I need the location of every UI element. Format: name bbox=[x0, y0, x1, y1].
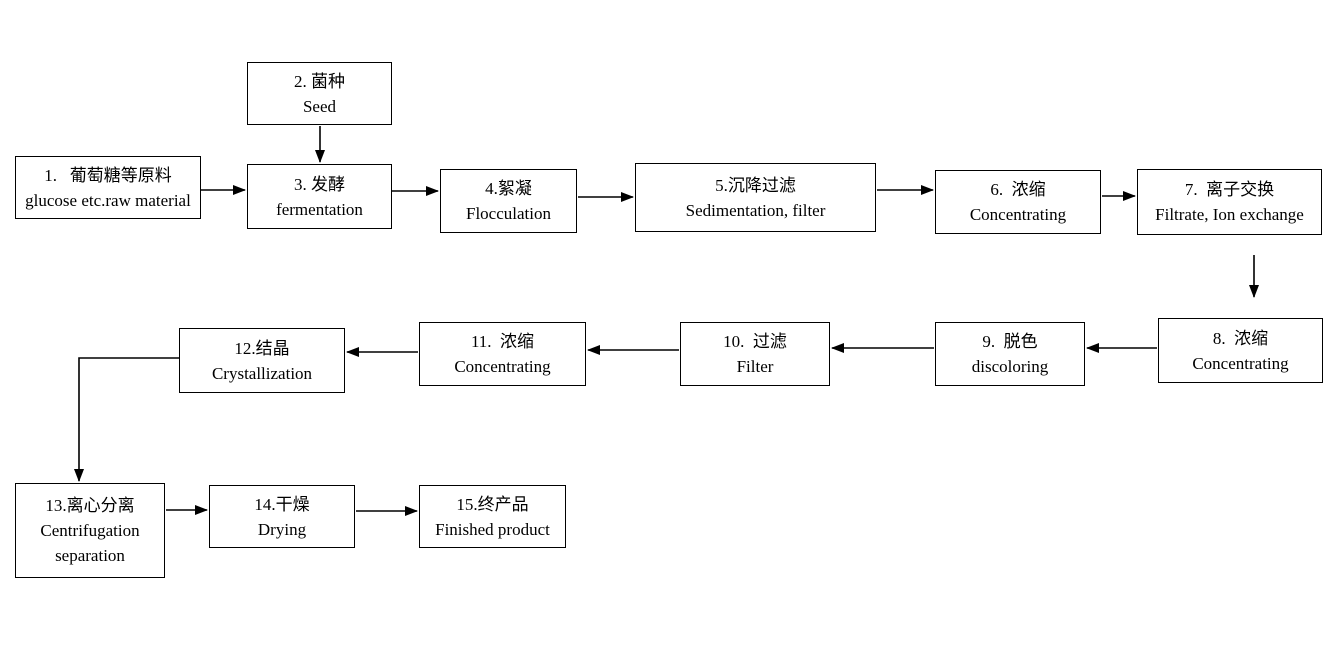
flow-node-1-label-line-1: 1. 葡萄糖等原料 bbox=[44, 165, 172, 185]
flow-node-1: 1. 葡萄糖等原料 glucose etc.raw material bbox=[15, 156, 201, 219]
flow-node-2-label-line-1: 2. 菌种 bbox=[294, 71, 345, 91]
flow-node-3: 3. 发酵 fermentation bbox=[247, 164, 392, 229]
flow-node-5: 5.沉降过滤 Sedimentation, filter bbox=[635, 163, 876, 232]
flow-node-12: 12.结晶 Crystallization bbox=[179, 328, 345, 393]
flow-node-8: 8. 浓缩 Concentrating bbox=[1158, 318, 1323, 383]
flow-node-7-label-line-2: Filtrate, Ion exchange bbox=[1155, 205, 1304, 224]
flow-node-13: 13.离心分离 Centrifugation separation bbox=[15, 483, 165, 578]
flow-node-9-label-line-2: discoloring bbox=[971, 357, 1049, 376]
flow-node-2-label-line-2: Seed bbox=[302, 96, 337, 116]
flow-node-9-label-line-1: 9. 脱色 bbox=[982, 332, 1038, 351]
flow-node-13-label-line-1: 13.离心分离 bbox=[45, 496, 135, 515]
flow-node-13-label-line-2: Centrifugation bbox=[40, 521, 140, 540]
flow-node-4-label-line-1: 4.絮凝 bbox=[485, 179, 532, 198]
flow-node-15: 15.终产品 Finished product bbox=[419, 485, 566, 548]
flow-node-9: 9. 脱色 discoloring bbox=[935, 322, 1085, 386]
flow-node-7: 7. 离子交换 Filtrate, Ion exchange bbox=[1137, 169, 1322, 235]
flow-node-12-label-line-1: 12.结晶 bbox=[234, 338, 290, 358]
flow-node-5-label-line-2: Sedimentation, filter bbox=[685, 200, 826, 220]
flow-node-11-label-line-1: 11. 浓缩 bbox=[470, 332, 535, 351]
flow-node-11: 11. 浓缩 Concentrating bbox=[419, 322, 586, 386]
flow-node-6: 6. 浓缩 Concentrating bbox=[935, 170, 1101, 234]
flow-node-3-label-line-1: 3. 发酵 bbox=[294, 174, 345, 194]
flow-node-11-label-line-2: Concentrating bbox=[454, 357, 551, 376]
flow-node-10-label-line-1: 10. 过滤 bbox=[723, 332, 787, 351]
flow-node-10-label-line-2: Filter bbox=[736, 357, 774, 376]
flow-node-13-label-line-3: separation bbox=[55, 546, 125, 565]
flow-node-14-label-line-1: 14.干燥 bbox=[254, 494, 310, 514]
flow-node-4-label-line-2: Flocculation bbox=[466, 204, 551, 223]
flow-node-14-label-line-2: Drying bbox=[257, 519, 307, 539]
flow-node-12-label-line-2: Crystallization bbox=[211, 363, 313, 383]
flow-node-10: 10. 过滤 Filter bbox=[680, 322, 830, 386]
flow-node-8-label-line-1: 8. 浓缩 bbox=[1212, 328, 1269, 348]
flow-node-8-label-line-2: Concentrating bbox=[1192, 353, 1289, 373]
flow-arrow-12-to-13 bbox=[74, 357, 179, 482]
flow-node-15-label-line-2: Finished product bbox=[435, 519, 550, 539]
flow-node-4: 4.絮凝 Flocculation bbox=[440, 169, 577, 233]
flow-node-7-label-line-1: 7. 离子交换 bbox=[1184, 180, 1275, 199]
flow-node-1-label-line-2: glucose etc.raw material bbox=[25, 190, 191, 210]
flow-node-6-label-line-2: Concentrating bbox=[969, 205, 1067, 224]
flow-node-2: 2. 菌种 Seed bbox=[247, 62, 392, 125]
flow-node-5-label-line-1: 5.沉降过滤 bbox=[715, 175, 796, 195]
flow-node-3-label-line-2: fermentation bbox=[276, 199, 363, 219]
flow-node-14: 14.干燥 Drying bbox=[209, 485, 355, 548]
flow-node-6-label-line-1: 6. 浓缩 bbox=[990, 180, 1046, 199]
flow-node-15-label-line-1: 15.终产品 bbox=[456, 494, 529, 514]
